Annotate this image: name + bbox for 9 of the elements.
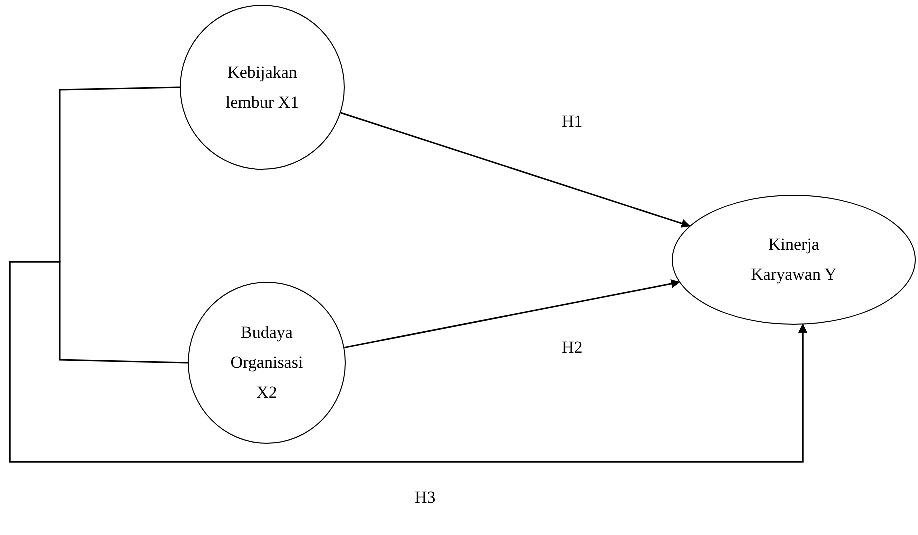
ellipse-node [180, 5, 345, 170]
arrow [344, 280, 680, 349]
arrow [340, 112, 691, 228]
arrow [9, 261, 808, 463]
ellipse-node [672, 195, 916, 325]
ellipse-node [188, 282, 346, 444]
node-label: Kinerja Karyawan Y [750, 234, 838, 286]
node-label: Kebijakan lembur X1 [224, 62, 300, 114]
node-label: Budaya Organisasi X2 [230, 322, 304, 404]
